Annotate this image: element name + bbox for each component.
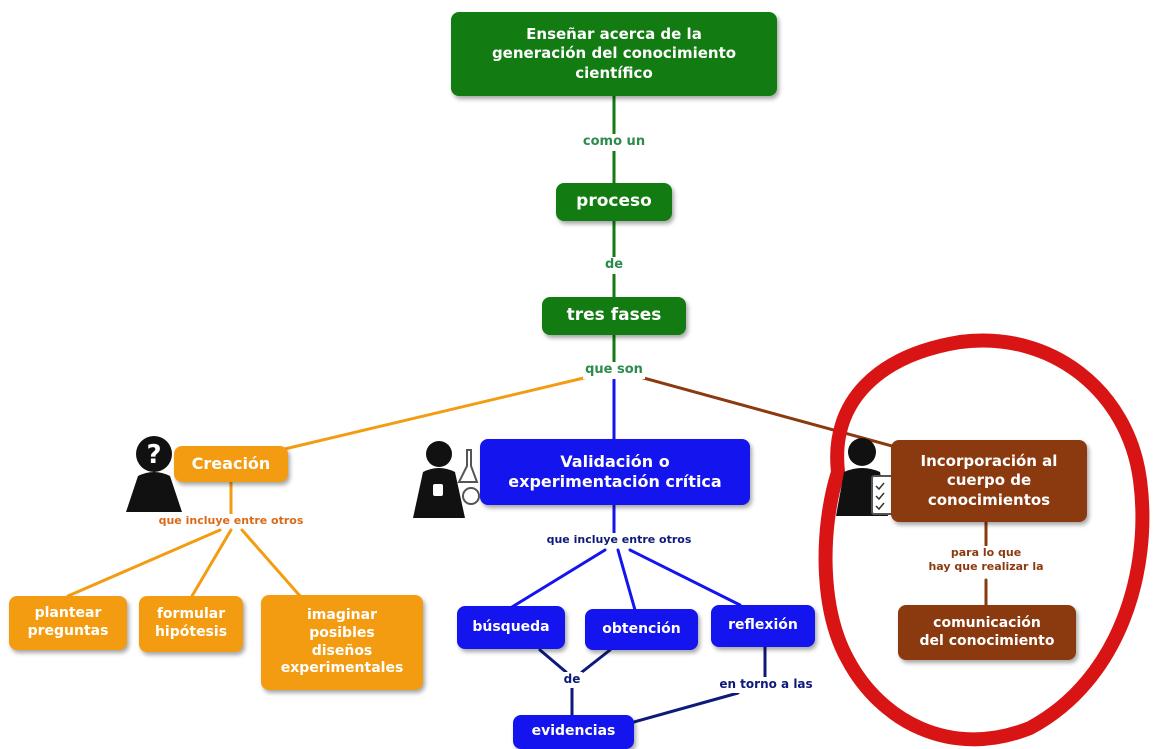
edge-incluye-formular [190, 528, 233, 598]
node-incorporacion[interactable]: Incorporación al cuerpo de conocimientos [891, 440, 1087, 522]
link-incluye-creacion: que incluye entre otros [156, 514, 306, 529]
link-de: de [602, 257, 626, 274]
node-comunicacion[interactable]: comunicación del conocimiento [898, 605, 1076, 660]
edge-obtencion-de [580, 648, 612, 674]
edge-incluye-busqueda [510, 548, 607, 609]
node-busqueda[interactable]: búsqueda [457, 606, 565, 649]
edge-queson-incorporacion [638, 375, 894, 448]
edge-incluye-obtencion [616, 548, 637, 612]
node-validacion[interactable]: Validación o experimentación crítica [480, 439, 750, 505]
person-lab-icon [413, 441, 480, 518]
link-de-evidencias: de [561, 672, 583, 688]
link-como-un: como un [580, 134, 648, 151]
edge-queson-creacion [270, 375, 590, 454]
node-reflexion[interactable]: reflexión [711, 605, 815, 647]
edge-incluye-reflexion [628, 548, 742, 607]
person-checklist-icon [836, 438, 903, 516]
link-en-torno: en torno a las [717, 677, 815, 693]
node-plantear[interactable]: plantear preguntas [9, 596, 127, 650]
edge-incluye-imaginar [240, 528, 302, 598]
svg-text:?: ? [146, 440, 161, 470]
edge-entorno-evidencias [632, 691, 740, 724]
person-question-icon: ? [126, 436, 182, 512]
node-obtencion[interactable]: obtención [585, 609, 698, 650]
edge-busqueda-de [538, 648, 568, 674]
node-evidencias[interactable]: evidencias [513, 715, 634, 749]
link-incluye-validacion: que incluye entre otros [544, 533, 694, 548]
link-para-lo-que: para lo que hay que realizar la [926, 546, 1046, 575]
node-proceso[interactable]: proceso [556, 183, 672, 221]
node-imaginar[interactable]: imaginar posibles diseños experimentales [261, 595, 423, 690]
node-formular[interactable]: formular hipótesis [139, 596, 243, 652]
node-creacion[interactable]: Creación [174, 446, 288, 482]
link-que-son: que son [583, 362, 645, 379]
node-root[interactable]: Enseñar acerca de la generación del cono… [451, 12, 777, 96]
edge-incluye-plantear [66, 528, 222, 598]
node-tres-fases[interactable]: tres fases [542, 297, 686, 335]
